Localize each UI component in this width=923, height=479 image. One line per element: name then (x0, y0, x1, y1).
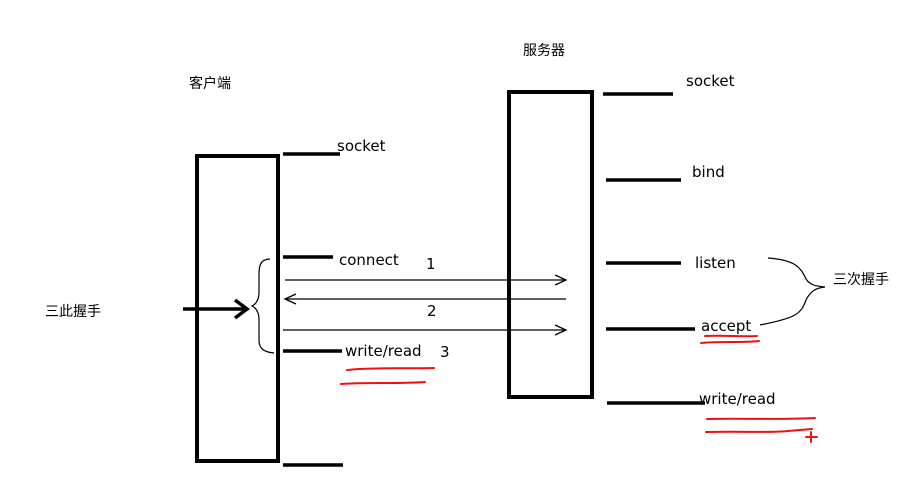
server-step-listen: listen (695, 254, 736, 272)
server-step-accept: accept (701, 317, 751, 335)
handshake-step-number-3: 3 (440, 343, 450, 361)
client-handshake-note: 三此握手 (45, 304, 101, 320)
client-step-connect: connect (339, 251, 399, 269)
client-title: 客户端 (189, 75, 231, 92)
server-handshake-brace (759, 257, 826, 326)
server-handshake-note: 三次握手 (833, 272, 889, 288)
underline-client-write-read-1 (346, 367, 435, 371)
server-step-bind: bind (692, 163, 725, 181)
client-step-socket: socket (337, 137, 386, 155)
handshake-step-number-1: 1 (426, 255, 436, 273)
handshake-step-number-2: 2 (427, 302, 437, 320)
underline-accept-2 (700, 340, 760, 344)
server-title: 服务器 (523, 43, 565, 59)
underline-server-write-read-2 (705, 428, 813, 433)
underline-server-write-read-1 (706, 417, 816, 420)
server-step-write-read: write/read (699, 390, 776, 408)
underline-accept-1 (704, 334, 758, 338)
red-plus-mark (805, 431, 818, 443)
server-step-socket: socket (686, 72, 735, 90)
client-step-write-read: write/read (345, 342, 422, 360)
underline-client-write-read-2 (340, 381, 426, 385)
client-handshake-brace (250, 258, 275, 354)
server-box (507, 90, 594, 399)
